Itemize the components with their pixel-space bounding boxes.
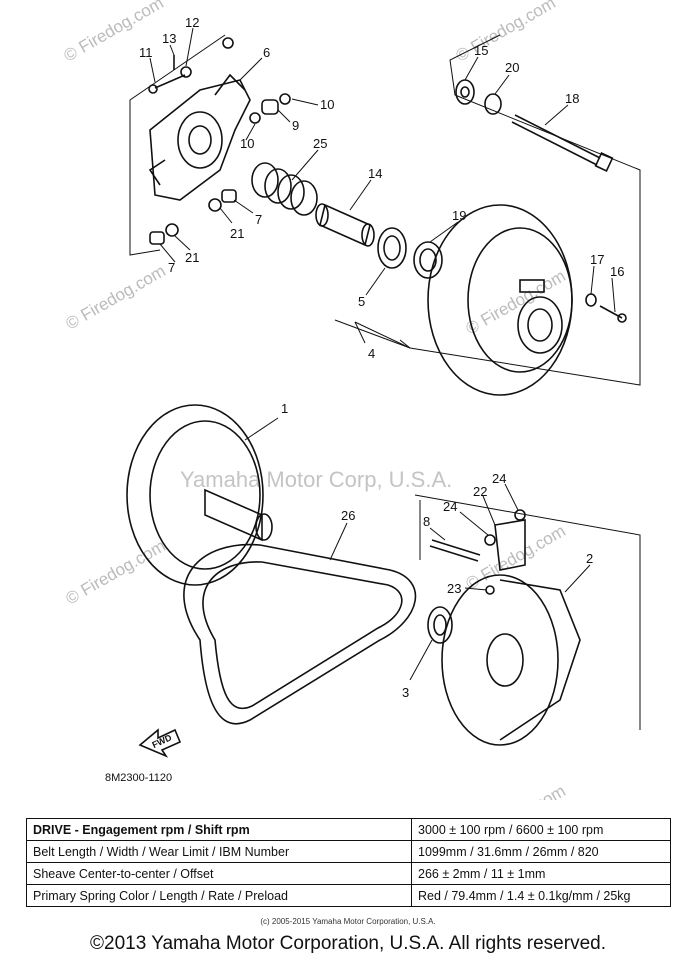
- callout-24: 24: [492, 471, 506, 486]
- spec-value: Red / 79.4mm / 1.4 ± 0.1kg/mm / 25kg: [411, 884, 671, 907]
- callout-numbers: 1 2 3 4 5 6 7 7 8 9 10 10 11 12 13 14 15…: [139, 15, 624, 700]
- callout-11: 11: [139, 45, 153, 60]
- part-26-belt: [183, 543, 417, 725]
- part-16-screw: [599, 305, 627, 323]
- callout-25: 25: [313, 136, 327, 151]
- callout-18: 18: [565, 91, 579, 106]
- part-8-pin: [429, 539, 481, 562]
- callout-14: 14: [368, 166, 382, 181]
- watermark-firedog: © Firedog.com: [463, 781, 569, 800]
- svg-text:FWD: FWD: [150, 732, 173, 750]
- leader-lines: [149, 27, 616, 681]
- callout-21: 21: [185, 250, 199, 265]
- callout-8: 8: [423, 514, 430, 529]
- spec-table: DRIVE - Engagement rpm / Shift rpm 3000 …: [26, 818, 671, 907]
- spec-label: Belt Length / Width / Wear Limit / IBM N…: [26, 840, 412, 863]
- spec-label: Sheave Center-to-center / Offset: [26, 862, 412, 885]
- callout-12: 12: [185, 15, 199, 30]
- callout-1: 1: [281, 401, 288, 416]
- callout-10: 10: [240, 136, 254, 151]
- spec-row: DRIVE - Engagement rpm / Shift rpm 3000 …: [26, 818, 671, 841]
- watermark-yamaha: Yamaha Motor Corp, U.S.A.: [180, 467, 452, 492]
- spec-value: 1099mm / 31.6mm / 26mm / 820: [411, 840, 671, 863]
- callout-7: 7: [168, 260, 175, 275]
- fwd-arrow: FWD: [138, 728, 182, 758]
- part-20-washer: [484, 93, 502, 115]
- part-18-bolt: [511, 114, 614, 172]
- callout-2: 2: [586, 551, 593, 566]
- part-19-bushing: [413, 241, 443, 279]
- part-1-fixed-sheave: [126, 404, 273, 586]
- spec-row: Belt Length / Width / Wear Limit / IBM N…: [26, 840, 671, 863]
- part-3-bushing: [427, 606, 453, 644]
- watermark-firedog: © Firedog.com: [63, 536, 169, 608]
- part-11-bolt: [148, 74, 186, 94]
- spec-value: 3000 ± 100 rpm / 6600 ± 100 rpm: [411, 818, 671, 841]
- spec-row: Sheave Center-to-center / Offset 266 ± 2…: [26, 862, 671, 885]
- callout-19: 19: [452, 208, 466, 223]
- part-21-washer: [165, 198, 222, 237]
- part-code: 8M2300-1120: [105, 772, 172, 784]
- watermark-firedog: © Firedog.com: [453, 0, 559, 65]
- watermark-firedog: © Firedog.com: [63, 261, 169, 333]
- part-5-bearing: [377, 227, 407, 269]
- spec-row: Primary Spring Color / Length / Rate / P…: [26, 884, 671, 907]
- callout-6: 6: [263, 45, 270, 60]
- part-14-sleeve: [315, 203, 375, 247]
- spec-label: DRIVE - Engagement rpm / Shift rpm: [26, 818, 412, 841]
- part-15-washer: [455, 79, 475, 105]
- callout-17: 17: [590, 252, 604, 267]
- callout-24: 24: [443, 499, 457, 514]
- spec-label: Primary Spring Color / Length / Rate / P…: [26, 884, 412, 907]
- callout-10: 10: [320, 97, 334, 112]
- part-22-bracket: [494, 519, 526, 571]
- callout-26: 26: [341, 508, 355, 523]
- part-24-washer: [484, 509, 526, 546]
- callout-7: 7: [255, 212, 262, 227]
- small-copyright: (c) 2005-2015 Yamaha Motor Corporation, …: [260, 917, 436, 926]
- callout-5: 5: [358, 294, 365, 309]
- part-12-nut: [180, 37, 234, 78]
- exploded-parts-diagram: © Firedog.com © Firedog.com © Firedog.co…: [61, 0, 641, 800]
- callout-3: 3: [402, 685, 409, 700]
- part-2-sheave: [441, 574, 581, 746]
- part-7-cap: [149, 189, 237, 245]
- part-25-spring: [251, 162, 318, 216]
- callout-4: 4: [368, 346, 375, 361]
- callout-16: 16: [610, 264, 624, 279]
- callout-9: 9: [292, 118, 299, 133]
- callout-21: 21: [230, 226, 244, 241]
- part-4-movable-sheave: [427, 204, 573, 396]
- part-17-washer: [585, 293, 597, 307]
- callout-22: 22: [473, 484, 487, 499]
- part-6-spider: [148, 73, 251, 201]
- part-9-roller: [249, 93, 291, 124]
- callout-15: 15: [474, 43, 488, 58]
- part-23-nut: [485, 585, 495, 595]
- callout-13: 13: [162, 31, 176, 46]
- callout-23: 23: [447, 581, 461, 596]
- footer-copyright: ©2013 Yamaha Motor Corporation, U.S.A. A…: [90, 933, 606, 954]
- callout-20: 20: [505, 60, 519, 75]
- spec-value: 266 ± 2mm / 11 ± 1mm: [411, 862, 671, 885]
